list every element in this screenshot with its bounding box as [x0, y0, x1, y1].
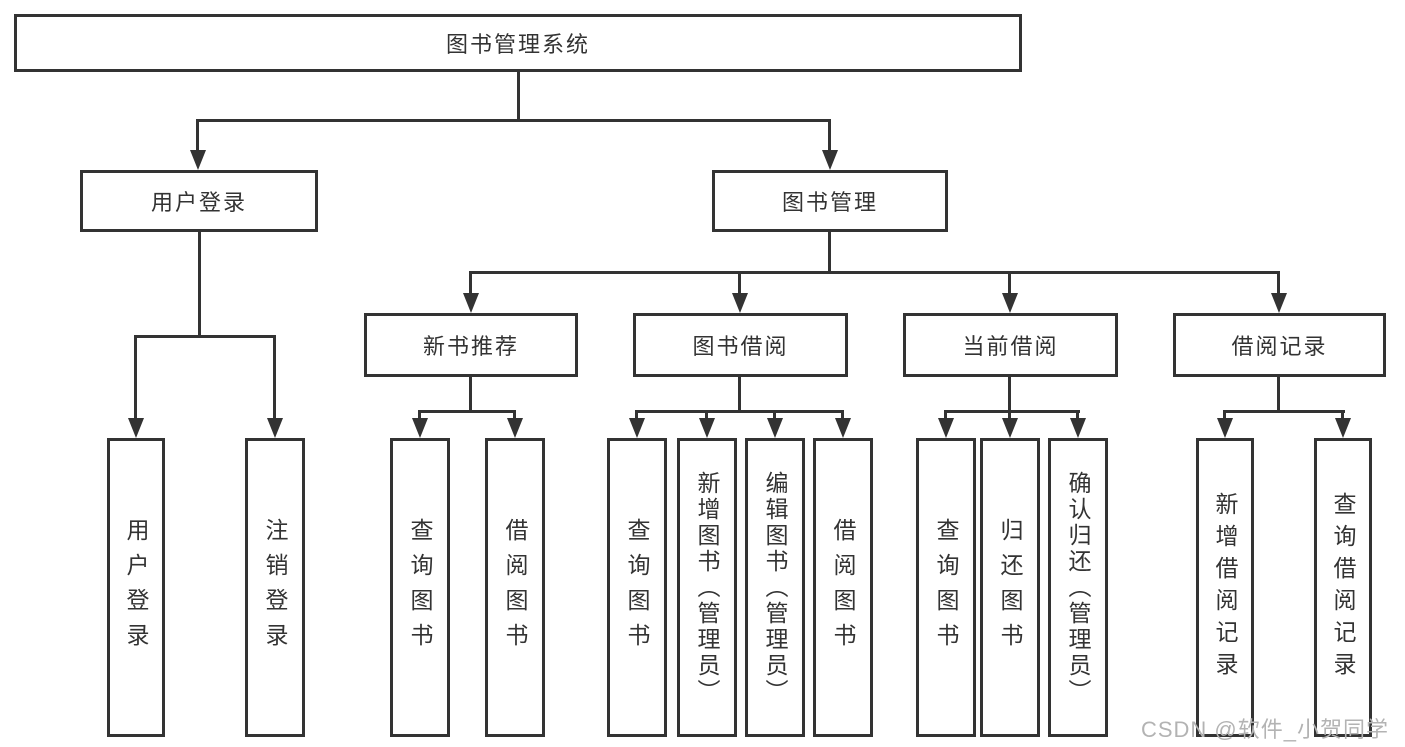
connector-line [196, 119, 831, 122]
connector-line [273, 335, 276, 420]
connector-line [944, 410, 947, 420]
arrowhead-icon [267, 418, 283, 438]
node-current-borrowing: 当前借阅 [903, 313, 1118, 377]
leaf-user-login: 用户登录 [107, 438, 165, 737]
connector-line [635, 410, 844, 413]
connector-line [418, 410, 516, 413]
node-user-login: 用户登录 [80, 170, 318, 232]
node-new-book-recommendation: 新书推荐 [364, 313, 578, 377]
connector-line [196, 119, 199, 152]
connector-line [1223, 410, 1345, 413]
csdn-watermark: CSDN @软件_小贺同学 [1140, 717, 1389, 742]
arrowhead-icon [767, 418, 783, 438]
connector-line [469, 271, 1280, 274]
arrowhead-icon [190, 150, 206, 170]
connector-line [1277, 377, 1280, 413]
arrowhead-icon [629, 418, 645, 438]
connector-line [944, 410, 1080, 413]
connector-line [828, 232, 831, 274]
leaf-borrow-books-1: 借阅图书 [485, 438, 545, 737]
connector-line [635, 410, 638, 420]
leaf-edit-books-admin: 编辑图书（管理员） [745, 438, 805, 737]
leaf-return-books: 归还图书 [980, 438, 1040, 737]
connector-line [469, 271, 472, 295]
leaf-query-borrow-record: 查询借阅记录 [1314, 438, 1372, 737]
connector-line [705, 410, 708, 420]
connector-line [418, 410, 421, 420]
connector-line [517, 72, 520, 120]
leaf-add-books-admin: 新增图书（管理员） [677, 438, 737, 737]
arrowhead-icon [1271, 293, 1287, 313]
node-book-management: 图书管理 [712, 170, 948, 232]
arrowhead-icon [1002, 293, 1018, 313]
node-book-borrowing: 图书借阅 [633, 313, 848, 377]
connector-line [738, 271, 741, 295]
connector-line [841, 410, 844, 420]
leaf-confirm-return-admin: 确认归还（管理员） [1048, 438, 1108, 737]
leaf-query-books-2: 查询图书 [607, 438, 667, 737]
arrowhead-icon [835, 418, 851, 438]
arrowhead-icon [732, 293, 748, 313]
arrowhead-icon [412, 418, 428, 438]
arrowhead-icon [822, 150, 838, 170]
connector-line [1076, 410, 1079, 420]
connector-line [1277, 271, 1280, 295]
connector-line [469, 377, 472, 413]
arrowhead-icon [938, 418, 954, 438]
arrowhead-icon [507, 418, 523, 438]
arrowhead-icon [699, 418, 715, 438]
connector-line [198, 232, 201, 338]
node-borrow-records: 借阅记录 [1173, 313, 1386, 377]
arrowhead-icon [463, 293, 479, 313]
connector-line [1008, 271, 1011, 295]
connector-line [1223, 410, 1226, 420]
connector-line [828, 119, 831, 152]
arrowhead-icon [1002, 418, 1018, 438]
connector-line [1341, 410, 1344, 420]
connector-line [1008, 377, 1011, 413]
leaf-add-borrow-record: 新增借阅记录 [1196, 438, 1254, 737]
connector-line [773, 410, 776, 420]
arrowhead-icon [128, 418, 144, 438]
arrowhead-icon [1217, 418, 1233, 438]
leaf-query-books-3: 查询图书 [916, 438, 976, 737]
connector-line [513, 410, 516, 420]
arrowhead-icon [1335, 418, 1351, 438]
leaf-query-books-1: 查询图书 [390, 438, 450, 737]
arrowhead-icon [1070, 418, 1086, 438]
connector-line [738, 377, 741, 413]
connector-line [1008, 410, 1011, 420]
connector-line [134, 335, 137, 420]
leaf-borrow-books-2: 借阅图书 [813, 438, 873, 737]
connector-line [134, 335, 276, 338]
leaf-logout: 注销登录 [245, 438, 305, 737]
node-library-management-system: 图书管理系统 [14, 14, 1022, 72]
